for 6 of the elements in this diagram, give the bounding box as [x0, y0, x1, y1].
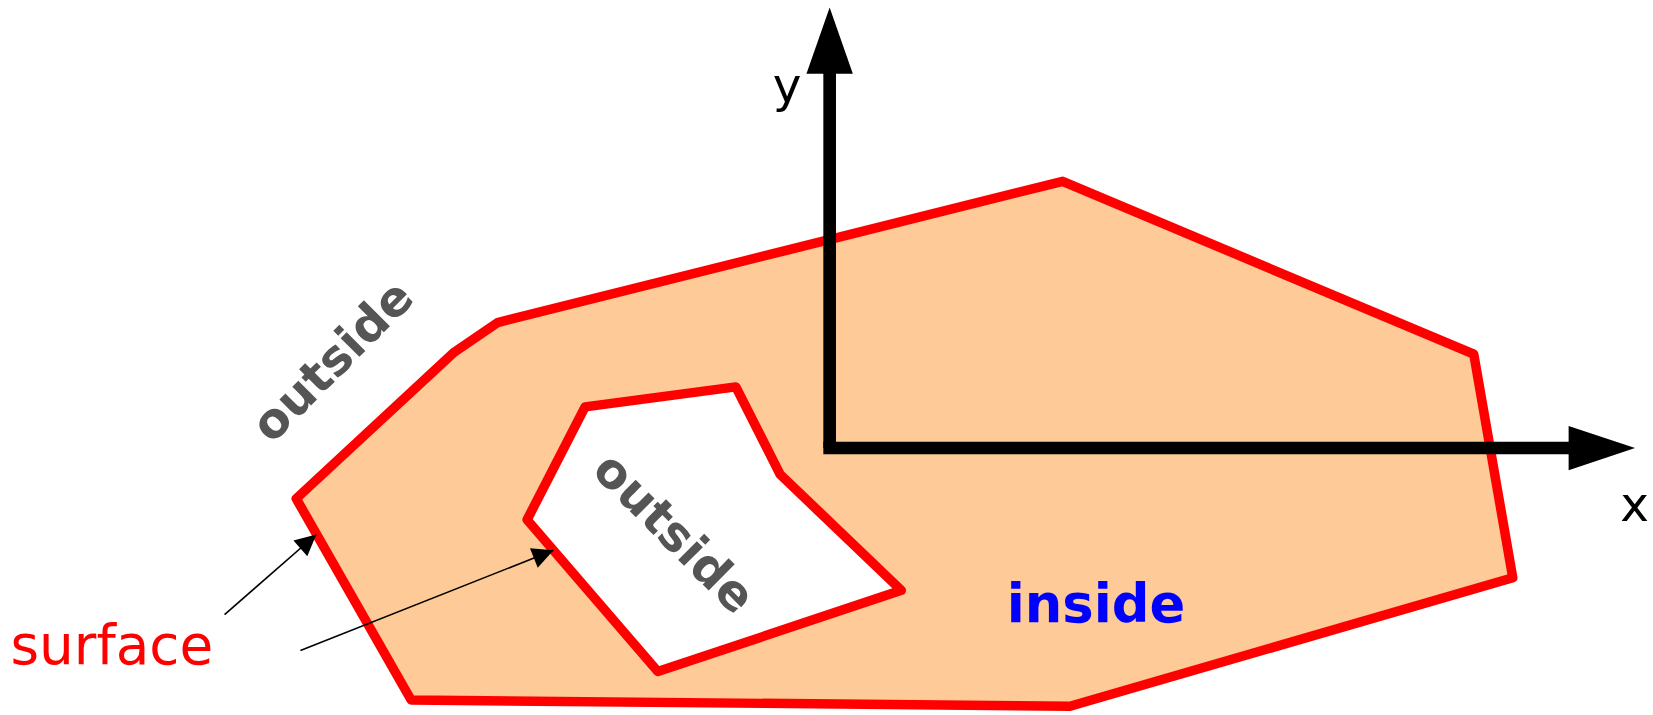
leader-line	[223, 533, 318, 616]
axis-label: y	[772, 61, 802, 110]
inside-label: inside	[1006, 577, 1186, 631]
leader-line	[299, 548, 555, 652]
axis-label: x	[1620, 479, 1649, 529]
surface-label: surface	[10, 617, 214, 673]
